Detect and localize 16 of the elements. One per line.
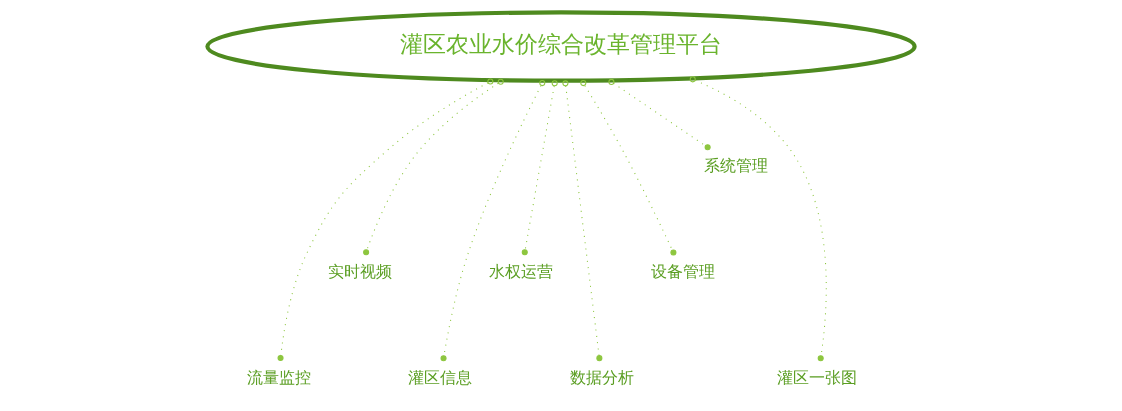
node-text: 设备管理 (650, 262, 715, 282)
connector (580, 80, 677, 256)
connector (521, 80, 558, 256)
node-text: 灌区一张图 (776, 368, 857, 388)
connector (277, 78, 494, 362)
node-text: 流量监控 (246, 368, 311, 388)
connector (562, 80, 603, 362)
connector (440, 80, 546, 362)
connector (608, 78, 711, 151)
connector (363, 78, 504, 256)
node-text: 系统管理 (704, 156, 769, 176)
connector (689, 76, 827, 362)
node-text: 水权运营 (489, 262, 554, 282)
node-text: 实时视频 (327, 262, 392, 282)
node-text: 灌区信息 (408, 368, 473, 388)
node-text: 数据分析 (569, 368, 634, 388)
